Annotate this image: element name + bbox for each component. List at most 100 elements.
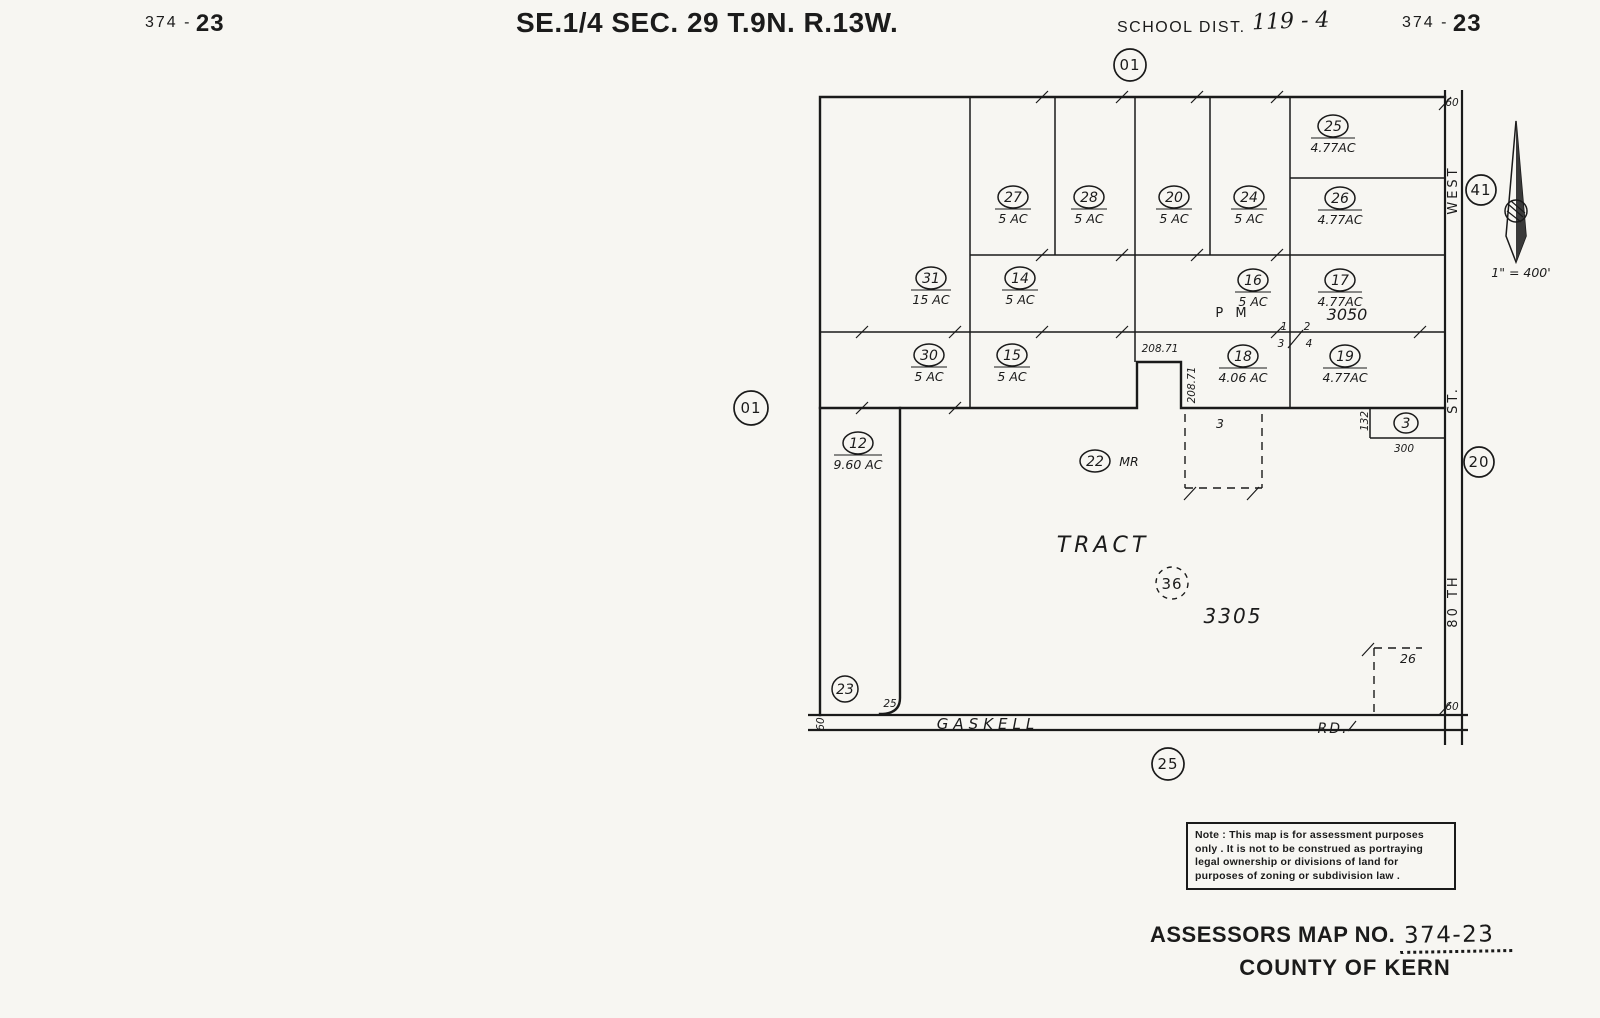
parcel-area: 5 AC <box>1005 292 1034 307</box>
sheet-number-top-left: 374 - 23 <box>145 10 225 38</box>
street-name-west: WEST <box>1446 165 1461 214</box>
section-ref-value: 41 <box>1470 181 1491 199</box>
mr-annotation: MR <box>1119 454 1138 469</box>
road-width-60-bottom: 60 <box>1445 701 1459 713</box>
parcel-area: 5 AC <box>914 369 943 384</box>
parcel-number: 3 <box>1402 416 1411 432</box>
note-box: Note : This map is for assessment purpos… <box>1186 822 1456 890</box>
dashed-boundary-lines <box>1155 414 1422 713</box>
assessors-map-no: ASSESSORS MAP NO. 374-23 <box>1150 921 1513 954</box>
parcel-14-label: 14 5 AC <box>1002 266 1038 307</box>
section-ref-left: 01 <box>733 390 769 426</box>
parcel-24-label: 24 5 AC <box>1231 185 1267 226</box>
parcel-number: 25 <box>1324 119 1342 135</box>
sheet-number-value: 23 <box>1452 10 1482 37</box>
parcel-area: 5 AC <box>1234 211 1263 226</box>
street-name-st: ST. <box>1446 386 1461 414</box>
parcel-number: 22 <box>1086 454 1104 470</box>
map-scale: 1" = 400' <box>1491 265 1550 280</box>
parcel-area: 5 AC <box>997 369 1026 384</box>
parcel-number: 12 <box>849 436 867 452</box>
sheet-number-prefix: 374 - <box>1402 14 1449 31</box>
parcel-area: 4.77AC <box>1317 212 1362 227</box>
parcel-number: 17 <box>1331 273 1349 289</box>
dimension-208-71-horizontal: 208.71 <box>1142 343 1179 355</box>
parcel-number: 16 <box>1244 273 1262 289</box>
parcel-17-label: 17 4.77AC <box>1317 268 1363 309</box>
parcel-number: 23 <box>836 682 854 698</box>
parcel-area: 5 AC <box>1159 211 1188 226</box>
parcel-number: 14 <box>1011 271 1029 287</box>
north-arrow <box>1504 120 1528 265</box>
dimension-300: 300 <box>1394 443 1414 455</box>
parcel-26-label: 26 4.77AC <box>1317 186 1363 227</box>
street-name-80th: 80 TH <box>1446 574 1461 627</box>
parcel-number: 19 <box>1336 349 1354 365</box>
quad-1: 1 <box>1281 321 1288 333</box>
section-ref-right-lower: 20 <box>1463 446 1495 478</box>
road-name-gaskell: GASKELL <box>937 715 1039 733</box>
parcel-map-number: 3050 <box>1327 305 1368 324</box>
parcel-23-label: 23 <box>831 675 859 703</box>
parcel-28-label: 28 5 AC <box>1071 185 1107 226</box>
parcel-number: 28 <box>1080 190 1098 206</box>
note-line: legal ownership or divisions of land for <box>1195 856 1399 868</box>
dimension-132: 132 <box>1359 411 1371 431</box>
tract-lot-36: 36 <box>1161 575 1182 593</box>
parcel-31-label: 31 15 AC <box>911 266 951 307</box>
parcel-15-label: 15 5 AC <box>994 343 1030 384</box>
parcel-12-label: 12 9.60 AC <box>833 431 883 472</box>
parcel-20-label: 20 5 AC <box>1156 185 1192 226</box>
note-line: only . It is not to be construed as port… <box>1195 842 1423 855</box>
parcel-3-label: 3 300 <box>1393 412 1419 455</box>
assessors-map-label: ASSESSORS MAP NO. <box>1150 922 1396 947</box>
block-boundary-lines <box>818 95 1447 717</box>
quad-3: 3 <box>1278 338 1285 350</box>
road-lines <box>808 90 1468 745</box>
sheet-number-value: 23 <box>195 10 225 37</box>
dimension-208-71-vertical: 208.71 <box>1186 367 1198 404</box>
parcel-18-label: 18 4.06 AC <box>1218 344 1268 385</box>
parcel-area: 15 AC <box>912 292 949 307</box>
section-ref-value: 20 <box>1468 453 1489 471</box>
parcel-number: 30 <box>920 348 938 364</box>
parcel-25-label: 25 4.77AC <box>1310 114 1356 155</box>
quad-2: 2 <box>1304 321 1311 333</box>
parcel-area: 5 AC <box>1238 294 1267 309</box>
parcel-19-label: 19 4.77AC <box>1322 344 1368 385</box>
parcel-area: 4.77AC <box>1317 294 1362 309</box>
note-line: purposes of zoning or subdivision law . <box>1195 869 1400 882</box>
parcel-16-label: 16 5 AC <box>1235 268 1271 309</box>
lot-3-annotation: 3 <box>1216 416 1224 431</box>
section-ref-right-upper: 41 <box>1465 174 1497 206</box>
survey-tick-marks <box>855 90 1452 732</box>
school-district-label: SCHOOL DIST. <box>1117 19 1246 36</box>
lot-26-annotation: 26 <box>1400 651 1416 666</box>
parcel-number: 31 <box>922 271 940 287</box>
note-line: Note : This map is for assessment purpos… <box>1195 829 1424 841</box>
parcel-30-label: 30 5 AC <box>911 343 947 384</box>
parcel-number: 18 <box>1234 349 1252 365</box>
section-ref-value: 25 <box>1157 755 1178 773</box>
parcel-area: 9.60 AC <box>833 457 882 472</box>
parcel-27-label: 27 5 AC <box>995 185 1031 226</box>
parcel-area: 5 AC <box>998 211 1027 226</box>
parcel-area: 4.77AC <box>1322 370 1367 385</box>
parcel-22-label: 22 MR <box>1079 449 1139 473</box>
county-title: COUNTY OF KERN <box>1239 955 1451 980</box>
north-arrow-shaded-half <box>1516 121 1526 262</box>
section-ref-value: 01 <box>740 399 761 417</box>
section-ref-value: 01 <box>1119 56 1140 74</box>
tract-number: 3305 <box>1204 604 1263 628</box>
parcel-number: 27 <box>1004 190 1022 206</box>
interior-parcel-lines <box>820 97 1445 439</box>
road-width-60-left: 60 <box>815 717 827 731</box>
parcel-number: 26 <box>1331 191 1349 207</box>
road-name-rd: RD. <box>1318 721 1349 737</box>
parcel-number: 24 <box>1240 190 1258 206</box>
tract-label: TRACT <box>1057 533 1150 558</box>
parcel-map-label: P M <box>1215 306 1250 321</box>
parcel-area: 4.06 AC <box>1218 370 1267 385</box>
